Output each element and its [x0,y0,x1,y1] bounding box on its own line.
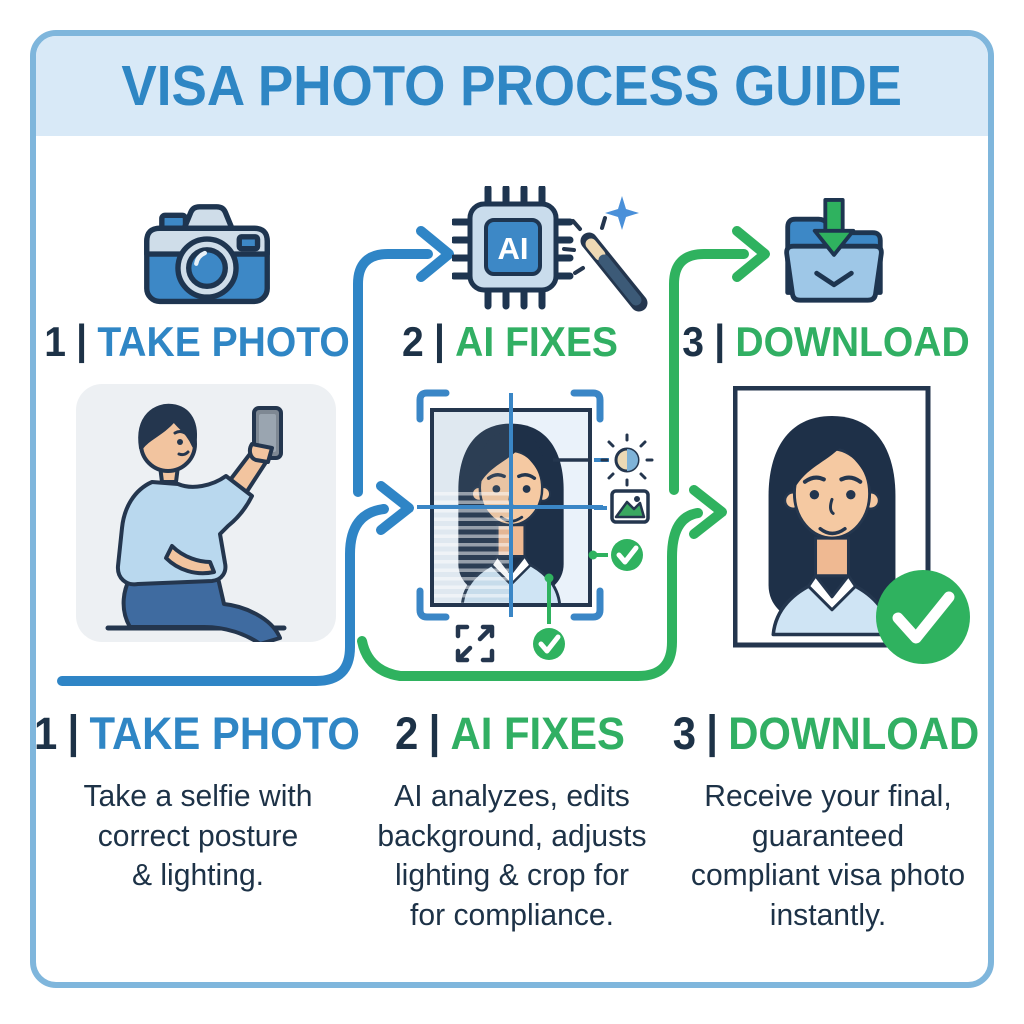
description-line: Take a selfie with [83,778,313,813]
step-3-label-bottom: 3|DOWNLOAD [673,706,980,760]
step-separator: | [706,706,718,757]
step-1-description: Take a selfie with correct posture & lig… [54,776,341,895]
step-number: 3 [672,708,697,759]
step-separator: | [714,316,726,363]
approved-check-icon [876,570,970,664]
page-title: VISA PHOTO PROCESS GUIDE [121,54,903,118]
step-title: AI FIXES [455,318,618,365]
arrow-green-to-download-icon [669,226,770,495]
description-line: compliant visa photo [690,857,966,893]
description-line: for compliance. [410,897,614,933]
step-number: 3 [682,318,704,365]
description-line: guaranteed [751,817,905,853]
final-photo-illustration [733,386,970,664]
selfie-illustration [76,384,336,642]
step-2-label-top: 2|AI FIXES [366,316,654,368]
description-line: Receive your final, [704,778,952,813]
arrow-green-to-final-photo [357,485,727,681]
ai-analysis-illustration [416,389,654,663]
step-title: TAKE PHOTO [89,708,360,759]
step-number: 2 [395,708,419,759]
step-2-label-bottom: 2|AI FIXES [366,706,654,760]
step-separator: | [428,706,441,757]
download-arrow [812,198,856,257]
step-separator: | [67,706,80,757]
step-number: 1 [34,708,58,759]
expand-icon [455,624,495,663]
step-title: DOWNLOAD [735,318,970,365]
step-3-label-top: 3|DOWNLOAD [681,316,971,368]
step-2-description: AI analyzes, edits background, adjusts l… [367,776,658,935]
magic-wand-icon [562,196,648,312]
check-icon [533,628,565,660]
check-icon [611,539,643,571]
description-line: & lighting. [131,857,265,893]
header-band: VISA PHOTO PROCESS GUIDE [36,36,988,136]
step-1-label-top: 1|TAKE PHOTO [44,316,350,368]
description-line: AI analyzes, edits [394,778,630,813]
step-number: 1 [44,318,66,365]
crop-bracket [416,389,604,621]
camera-icon [144,204,270,305]
ai-chip-label: AI [498,231,529,266]
step-title: DOWNLOAD [728,708,980,759]
step-separator: | [76,316,88,363]
arrow-blue-to-analysis [57,481,414,686]
image-quality-icon [610,489,650,524]
description-line: lighting & crop for [394,857,629,893]
brightness-icon [600,433,654,487]
step-title: AI FIXES [450,708,625,759]
description-line: background, adjusts [377,817,647,853]
download-folder-icon [784,198,884,303]
description-line: correct posture [97,817,299,853]
step-separator: | [433,316,445,363]
arrow-blue-to-ai-icon [353,226,454,497]
step-title: TAKE PHOTO [97,318,350,365]
crop-grid [416,389,604,621]
description-line: instantly. [769,897,887,933]
step-1-label-bottom: 1|TAKE PHOTO [34,706,360,760]
step-number: 2 [402,318,424,365]
step-3-description: Receive your final, guaranteed compliant… [681,776,976,935]
ai-chip-icon: AI [452,186,648,312]
